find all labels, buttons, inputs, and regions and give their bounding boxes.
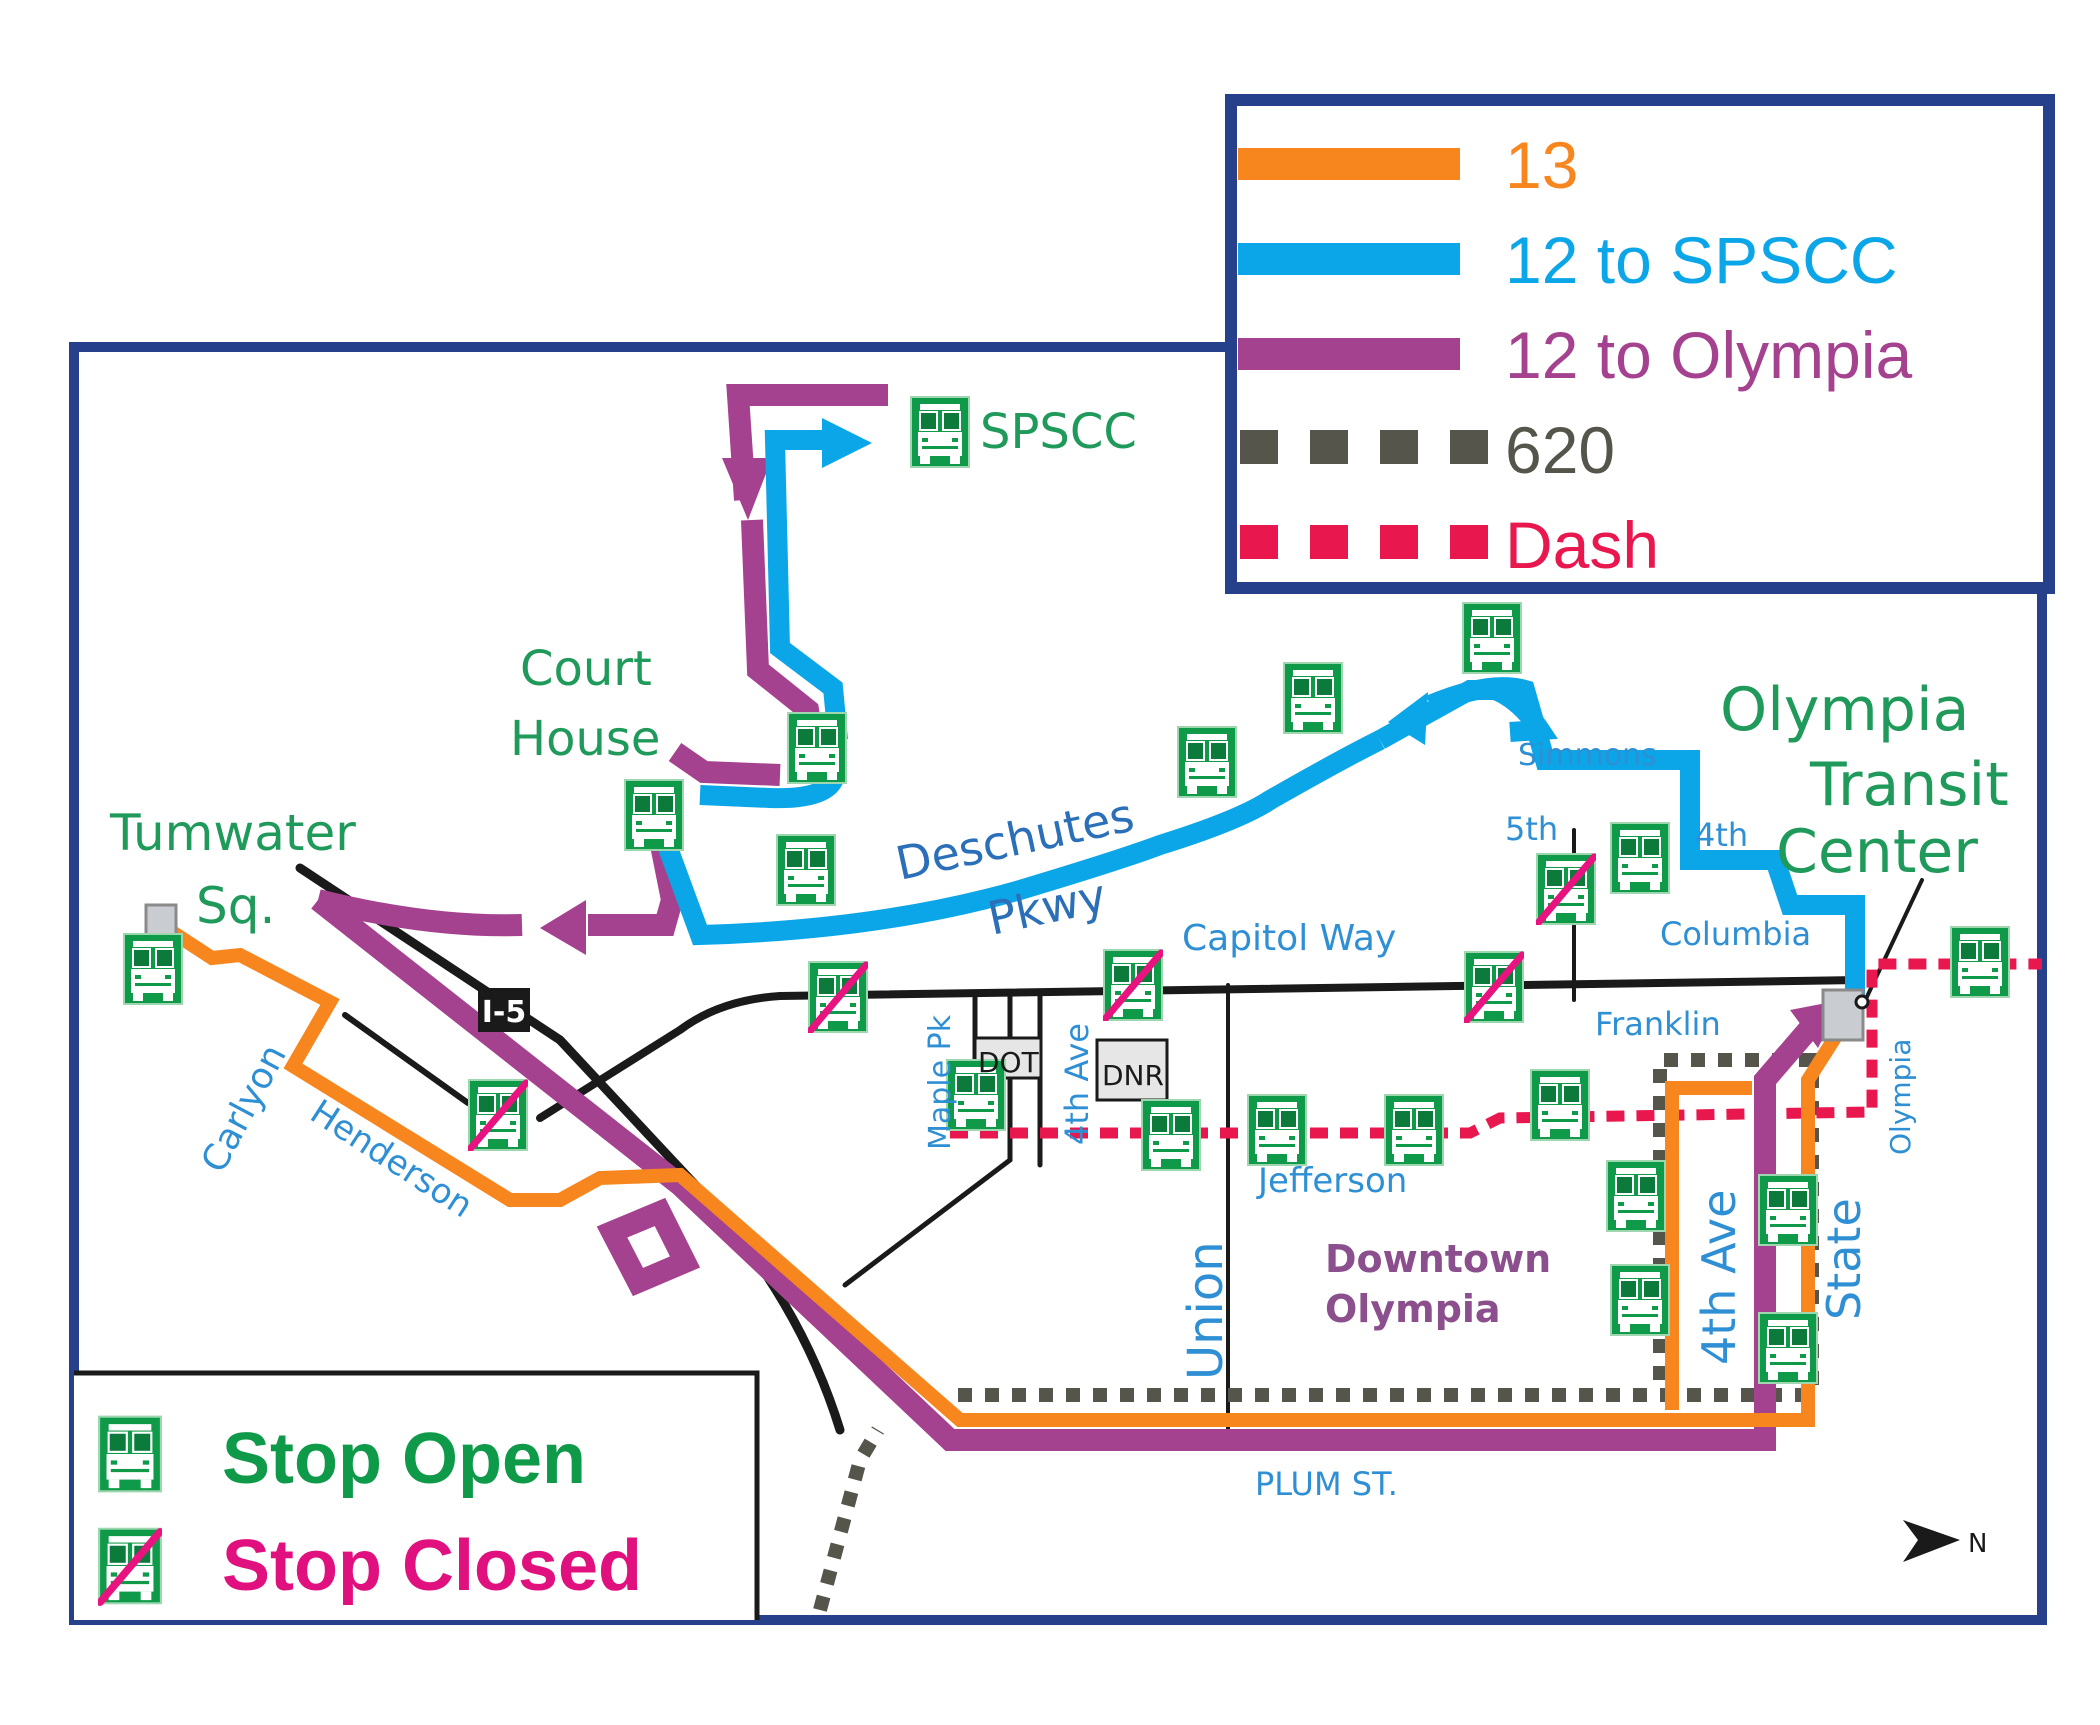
route-12-olympia-arrow-down	[722, 458, 772, 520]
road-henderson-connector	[342, 1012, 471, 1106]
route-swatch-solid	[1238, 338, 1460, 370]
route-swatch-dot	[1450, 525, 1488, 559]
street-4th-short: 4th	[1695, 816, 1748, 854]
route-legend-item-12-spscc: 12 to SPSCC	[1238, 223, 1898, 297]
route-12-olympia-line	[311, 384, 1824, 1451]
bus-stop-open-icon	[910, 396, 970, 468]
route-swatch-dot	[1240, 525, 1278, 559]
label-court-house-1: Court	[520, 641, 652, 697]
bus-stop-open-icon	[1177, 726, 1237, 798]
route-legend-label: Dash	[1505, 508, 1659, 582]
i5-shield	[478, 988, 530, 1032]
bus-stop-open-icon	[1950, 926, 2010, 998]
street-olympia: Olympia	[1884, 1039, 1917, 1155]
bus-stop-open-icon	[1283, 662, 1343, 734]
road-capitol-way	[536, 976, 1864, 1122]
bus-stop-open-icon	[1247, 1094, 1307, 1166]
street-union: Union	[1178, 1241, 1234, 1380]
label-dnr: DNR	[1102, 1059, 1164, 1092]
route-12-olympia-arrow-left	[540, 900, 586, 955]
north-arrow-icon	[1903, 1520, 1960, 1562]
label-transit-center-2: Transit	[1809, 750, 2009, 820]
bus-stop-open-icon	[1758, 1174, 1818, 1246]
street-capitol-way: Capitol Way	[1182, 918, 1396, 959]
street-maple-pk: Maple Pk	[923, 1014, 958, 1150]
route-legend-item-dash: Dash	[1240, 508, 1659, 582]
label-transit-center-1: Olympia	[1720, 675, 1969, 745]
stop-closed-label: Stop Closed	[222, 1526, 642, 1606]
stop-open-label: Stop Open	[222, 1419, 586, 1499]
route-620-line	[813, 1053, 1819, 1612]
route-swatch-dot	[1310, 525, 1348, 559]
transit-center-marker	[1854, 994, 1870, 1010]
label-spscc: SPSCC	[980, 404, 1137, 460]
street-5th: 5th	[1505, 810, 1558, 848]
bus-stop-closed-icon	[469, 1080, 527, 1150]
bus-stop-closed-icon	[809, 962, 867, 1032]
tumwater-sq-station	[144, 903, 178, 937]
street-plum: PLUM ST.	[1255, 1465, 1398, 1503]
street-simmons: Simmons	[1518, 738, 1657, 773]
street-4th-ave-east: 4th Ave	[1692, 1190, 1746, 1365]
bus-stop-closed-icon	[1104, 950, 1162, 1020]
bus-stop-open-icon	[1606, 1160, 1666, 1232]
route-13-line	[162, 922, 1851, 1427]
bus-stop-open-icon	[1758, 1312, 1818, 1384]
route-legend-label: 13	[1505, 128, 1578, 202]
i5-label: I-5	[482, 995, 527, 1030]
bus-stop-open-icon	[1610, 822, 1670, 894]
street-franklin: Franklin	[1595, 1005, 1721, 1043]
bus-stop-closed-icon	[1465, 952, 1523, 1022]
bus-stop-open-icon	[1384, 1094, 1444, 1166]
route-legend-label: 12 to SPSCC	[1505, 223, 1898, 297]
label-downtown-1: Downtown	[1325, 1237, 1551, 1281]
route-swatch-dot	[1310, 430, 1348, 464]
route-legend-item-620: 620	[1240, 413, 1615, 487]
bus-stop-open-icon	[1462, 602, 1522, 674]
bus-stop-open-icon	[624, 779, 684, 851]
bus-stop-open-icon	[123, 933, 183, 1005]
label-downtown-2: Olympia	[1325, 1287, 1501, 1331]
route-12-spscc-arrow-spscc	[822, 418, 872, 468]
label-tumwater-1: Tumwater	[109, 804, 356, 862]
street-columbia: Columbia	[1660, 915, 1811, 953]
route-swatch-solid	[1238, 148, 1460, 180]
stop-closed-icon	[99, 1529, 161, 1604]
route-swatch-dot	[1240, 430, 1278, 464]
route-dash-line	[950, 958, 2042, 1139]
route-swatch-dot	[1450, 430, 1488, 464]
street-state: State	[1817, 1198, 1871, 1320]
dnr-building	[1095, 1038, 1169, 1102]
bus-stop-closed-icon	[1537, 854, 1595, 924]
route-legend-item-12-olympia: 12 to Olympia	[1238, 318, 1912, 392]
label-transit-center-3: Center	[1776, 817, 1978, 887]
bus-stop-open-icon	[1530, 1069, 1590, 1141]
route-swatch-dot	[1380, 430, 1418, 464]
route-12-spscc-arrow-deschutes	[1388, 692, 1428, 745]
street-jefferson: Jefferson	[1256, 1161, 1407, 1201]
street-4th-ave-west: 4th Ave	[1058, 1023, 1096, 1145]
route-legend-label: 12 to Olympia	[1505, 318, 1912, 392]
route-legend-item-13: 13	[1238, 128, 1578, 202]
route-legend-label: 620	[1505, 413, 1615, 487]
label-court-house-2: House	[510, 711, 660, 767]
route-swatch-solid	[1238, 243, 1460, 275]
label-tumwater-2: Sq.	[196, 877, 275, 935]
stop-legend: Stop Open Stop Closed	[74, 1370, 760, 1620]
bus-stop-open-icon	[776, 834, 836, 906]
route-swatch-dot	[1380, 525, 1418, 559]
bus-stop-open-icon	[1141, 1099, 1201, 1171]
bus-stop-open-icon	[1610, 1264, 1670, 1336]
north-label: N	[1968, 1529, 1987, 1559]
bus-stop-open-icon	[787, 712, 847, 784]
label-dot: DOT	[978, 1046, 1040, 1079]
stop-open-icon	[98, 1415, 162, 1493]
north-arrow: N	[1903, 1520, 1987, 1562]
